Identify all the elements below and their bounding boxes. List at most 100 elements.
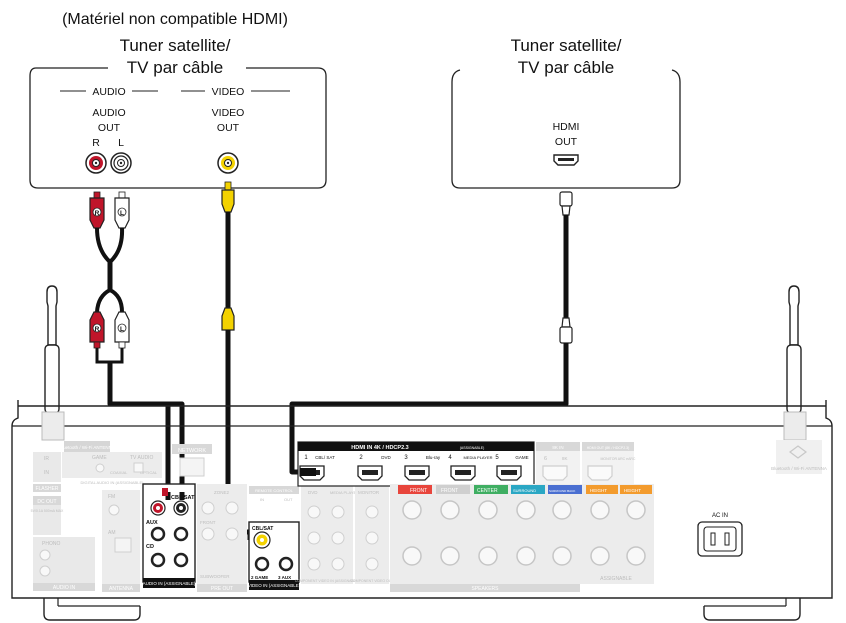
- subwoofer-label: SUBWOOFER: [200, 574, 230, 579]
- video-in-game-label: 2 GAME: [251, 575, 268, 580]
- aux-label: AUX: [146, 520, 158, 526]
- audio-out-label-1: AUDIO: [92, 107, 125, 119]
- audio-out-r-jack[interactable]: [85, 152, 107, 174]
- tv-audio-label: TV AUDIO: [130, 455, 153, 461]
- coaxial-label: COAXIAL: [110, 470, 128, 475]
- hdmi-out-label-1: HDMI: [553, 121, 580, 133]
- hdmi-6-label: 8K: [562, 456, 568, 461]
- hdmi-out-label-2: OUT: [555, 136, 578, 148]
- ir-label: IR: [44, 456, 49, 462]
- audio-plug-bottom-r: R: [89, 311, 105, 349]
- hdmi-1-number: 1: [304, 455, 308, 461]
- component-dvd-label: DVD: [308, 490, 318, 495]
- fm-label: FM: [108, 494, 115, 500]
- component-video-out-label: COMPONENT VIDEO OUT: [351, 579, 395, 583]
- channel-r-label: R: [92, 137, 100, 149]
- non-hdmi-note: (Matériel non compatible HDMI): [62, 11, 288, 28]
- antenna-right: [786, 285, 802, 414]
- cbl-sat-audio-in-l-jack[interactable]: [173, 500, 189, 516]
- source-left-device: Tuner satellite/ TV par câble AUDIO VIDE…: [29, 36, 327, 189]
- flasher-label: FLASHER: [35, 486, 58, 492]
- cbl-sat-video-in-jack[interactable]: [253, 531, 271, 549]
- speaker-front-label: FRONT: [410, 488, 427, 494]
- video-out-jack[interactable]: [217, 152, 239, 174]
- component-video-in-label: COMPONENT VIDEO IN (ASSIGNABLE): [295, 579, 360, 583]
- hdmi-in-4-port[interactable]: [450, 465, 476, 481]
- ac-in-socket: AC IN: [697, 513, 743, 557]
- audio-out-l-jack[interactable]: [110, 152, 132, 174]
- hdmi-out-8k-header: HDMI OUT (8K / HDCP2.3): [587, 446, 630, 450]
- assignable-label: ASSIGNABLE: [600, 576, 632, 582]
- cd-label: CD: [146, 544, 154, 550]
- hdmi-cable: [289, 191, 573, 475]
- hdmi-in-2-port[interactable]: [357, 465, 383, 481]
- video-out-label-2: OUT: [217, 122, 240, 134]
- cbl-sat-audio-in-r-jack[interactable]: [150, 500, 166, 516]
- hdmi-5-number: 5: [495, 455, 499, 461]
- source-right-title-1: Tuner satellite/: [511, 36, 622, 55]
- optical-label: OPTICAL: [140, 470, 158, 475]
- speaker-front-2-label: FRONT: [441, 488, 458, 494]
- hdmi-2-number: 2: [359, 455, 363, 461]
- plug-top-l-letter: L: [120, 210, 124, 217]
- component-monitor-label: MONITOR: [358, 490, 380, 495]
- hdmi-in-3-port[interactable]: [404, 465, 430, 481]
- remote-out-label: OUT: [284, 497, 293, 502]
- hdmi-in-block: HDMI IN 4K / HDCP2.3 (ASSIGNABLE) 1 CBL/…: [297, 441, 535, 487]
- video-in-aux-label: 3 AUX: [278, 575, 291, 580]
- in-label: IN: [44, 470, 49, 476]
- pre-out-label: PRE OUT: [211, 586, 233, 592]
- ac-in-label: AC IN: [712, 513, 728, 519]
- digital-audio-in-label: DIGITAL AUDIO IN (ASSIGNABLE): [81, 480, 145, 485]
- speaker-height-label: HEIGHT: [590, 488, 607, 493]
- speaker-height-2-label: HEIGHT: [624, 488, 641, 493]
- hdmi-in-5-port[interactable]: [496, 465, 522, 481]
- speaker-surround-label: SURROUND: [513, 488, 536, 493]
- cbl-sat-video-label: CBL/SAT: [252, 526, 273, 532]
- hdmi-in-header: HDMI IN 4K / HDCP2.3: [351, 445, 408, 451]
- dc-out-spec: 5V/0.1A 500mA MAX: [31, 509, 64, 513]
- remote-control-label: REMOTE CONTROL: [255, 488, 294, 493]
- bt-antenna-right-area: Bluetooth / Wi-Fi ANTENNA: [771, 440, 827, 474]
- plug-bottom-l-letter: L: [120, 326, 124, 333]
- audio-plug-top-l: L: [114, 191, 130, 229]
- audio-in-assignable-block: CBL/SAT AUX CD AUDIO IN (ASSIGNABLE): [142, 483, 196, 588]
- group-video-label: VIDEO: [212, 86, 245, 98]
- component-media-player-label: MEDIA PLAYER: [330, 490, 359, 495]
- hdmi-1-label: CBL/ SAT: [315, 455, 335, 460]
- hdmi-in-assignable: (ASSIGNABLE): [460, 446, 485, 450]
- receiver-back-panel: Bluetooth / Wi-Fi ANTENNA Bluetooth / Wi…: [31, 440, 827, 592]
- front-preout-label: FRONT: [200, 520, 216, 525]
- source-left-title-1: Tuner satellite/: [120, 36, 231, 55]
- dc-out-label: DC OUT: [37, 499, 56, 505]
- channel-l-label: L: [118, 137, 124, 149]
- video-in-assignable-block: CBL/SAT 2 GAME 3 AUX VIDEO IN (ASSIGNABL…: [248, 521, 301, 590]
- source-right-device: Tuner satellite/ TV par câble HDMI OUT: [451, 36, 681, 189]
- speakers-label: SPEAKERS: [472, 586, 500, 592]
- hdmi-2-label: DVD: [381, 455, 391, 460]
- speaker-center-label: CENTER: [477, 488, 498, 494]
- audio-in-label: AUDIO IN: [53, 585, 76, 591]
- audio-out-label-2: OUT: [98, 122, 121, 134]
- audio-in-assignable-label: AUDIO IN (ASSIGNABLE): [143, 581, 196, 586]
- group-audio-label: AUDIO: [92, 86, 125, 98]
- remote-in-label: IN: [260, 497, 264, 502]
- video-in-assignable-label: VIDEO IN (ASSIGNABLE): [248, 583, 301, 588]
- hdmi-5-label: GAME: [515, 455, 528, 460]
- bt-antenna-right-label: Bluetooth / Wi-Fi ANTENNA: [771, 466, 827, 471]
- audio-plug-bottom-l: L: [114, 311, 130, 349]
- hdmi-4-number: 4: [448, 455, 452, 461]
- receiver-chassis: [11, 400, 833, 621]
- plug-bottom-r-letter: R: [95, 326, 100, 333]
- source-right-title-2: TV par câble: [518, 58, 614, 77]
- antenna-left: [44, 285, 60, 414]
- phono-label: PHONO: [42, 541, 60, 547]
- hdmi-8k-in-header: 8K IN: [552, 445, 563, 450]
- speaker-surround-back-label: SURROUND BACK: [549, 489, 575, 493]
- speaker-terminals: FRONT FRONT CENTER SURROUND SURROUND BAC…: [390, 484, 654, 592]
- video-out-label-1: VIDEO: [212, 107, 245, 119]
- network-label: NETWORK: [178, 448, 206, 454]
- hdmi-3-label: Blu-ray: [426, 455, 441, 460]
- hdmi-out-port[interactable]: [553, 154, 579, 166]
